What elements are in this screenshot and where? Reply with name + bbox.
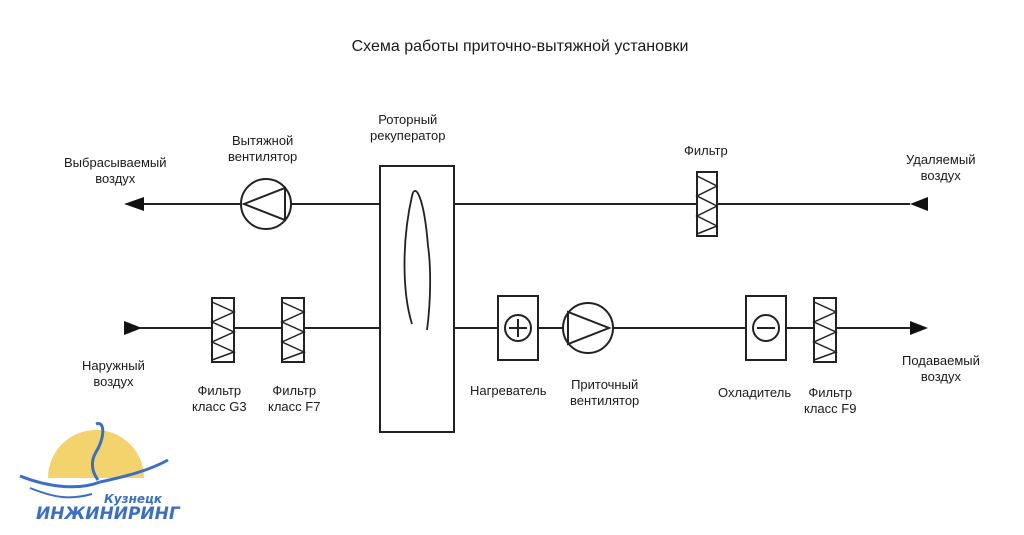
diagram-title: Схема работы приточно-вытяжной установки	[351, 38, 689, 55]
removed-in-arrow	[910, 197, 928, 211]
supply-fan-circle	[562, 302, 614, 354]
label-cooler: Охладитель	[718, 385, 792, 400]
logo-text-line2: ИНЖИНИРИНГ	[36, 504, 180, 524]
heater-box	[497, 295, 539, 361]
logo-bird-wing-left	[19, 474, 101, 489]
exhaust-fan-triangle	[241, 186, 286, 222]
rotor-arrow	[403, 190, 432, 331]
label-filter-top: Фильтр	[684, 143, 728, 158]
supply-fan-triangle	[567, 310, 612, 346]
cooler-circle	[752, 314, 780, 342]
supply-out-arrow	[910, 321, 928, 335]
logo-text-line1: Кузнецк	[104, 492, 163, 506]
logo-bird-tail	[29, 487, 93, 499]
logo-graphic	[19, 422, 169, 499]
label-heater: Нагреватель	[470, 383, 547, 398]
filter-g3	[210, 297, 236, 363]
logo-bird-wing-right	[99, 458, 169, 484]
logo-bird-neck	[90, 422, 105, 481]
filter-f7	[280, 297, 306, 363]
exhaust-out-arrow	[124, 197, 144, 211]
outdoor-in-arrow	[124, 321, 142, 335]
heater-circle	[504, 314, 532, 342]
filter-f9	[812, 297, 838, 363]
rotary-recuperator-box	[379, 165, 455, 433]
filter-top	[695, 171, 719, 237]
cooler-box	[745, 295, 787, 361]
exhaust-fan-circle	[240, 178, 292, 230]
